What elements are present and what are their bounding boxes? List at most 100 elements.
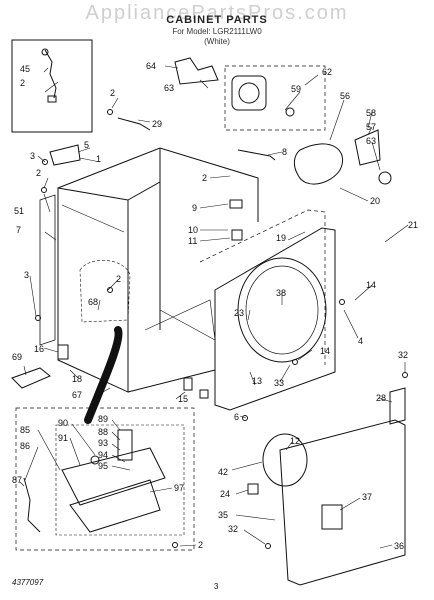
callout-label: 97 (174, 483, 184, 493)
callout-label: 28 (376, 393, 386, 403)
callout-label: 57 (366, 122, 376, 132)
gas-valve-box (15, 407, 195, 551)
callout-label: 29 (152, 119, 162, 129)
callout-label: 19 (276, 233, 286, 243)
page-number: 3 (214, 582, 219, 591)
callout-label: 59 (291, 84, 301, 94)
callout-label: 6 (234, 412, 239, 422)
callout-label: 87 (12, 475, 22, 485)
callout-label: 7 (16, 225, 21, 235)
callout-label: 8 (282, 147, 287, 157)
model-line: For Model: LGR2111LW0 (172, 27, 262, 36)
callout-label: 86 (20, 441, 30, 451)
harness-inset-box (11, 39, 93, 133)
callout-label: 14 (320, 346, 330, 356)
screw-part (107, 109, 113, 115)
front-panel-part (214, 227, 336, 411)
callout-label: 32 (228, 524, 238, 534)
callout-label: 12 (290, 436, 300, 446)
callout-label: 89 (98, 414, 108, 424)
callout-label: 58 (366, 108, 376, 118)
callout-label: 2 (110, 88, 115, 98)
document-code: 4377097 (12, 578, 44, 587)
page-title: CABINET PARTS (166, 14, 268, 26)
foot-pad-part (11, 367, 51, 389)
screw-part (292, 359, 298, 365)
callout-label: 21 (408, 220, 418, 230)
callout-label: 11 (188, 236, 197, 246)
door-hinge-part (247, 483, 259, 495)
callout-label: 56 (340, 91, 350, 101)
door-assembly-part (262, 419, 406, 586)
callout-label: 2 (202, 173, 207, 183)
leveling-leg-part (57, 344, 69, 360)
screw-part (42, 159, 48, 165)
drive-motor-part (231, 75, 295, 117)
callout-label: 32 (398, 350, 408, 360)
callout-label: 64 (146, 61, 156, 71)
callout-label: 3 (30, 151, 35, 161)
callout-label: 16 (34, 344, 44, 354)
igniter-wire-part (23, 477, 41, 533)
callout-label: 18 (72, 374, 82, 384)
callout-label: 14 (366, 280, 376, 290)
callout-label: 4 (358, 336, 363, 346)
callout-label: 2 (116, 274, 121, 284)
door-catch-part (183, 377, 193, 391)
harness-connector-part (41, 48, 49, 56)
callout-label: 2 (198, 540, 203, 550)
terminal-bracket-part (174, 57, 219, 85)
cabinet-bracket-part (49, 144, 81, 166)
door-switch-b-part (231, 229, 243, 241)
burner-assembly-part (55, 424, 185, 536)
callout-labels: 45 2 64 63 62 59 56 2 29 5 1 3 2 51 8 58… (12, 61, 418, 551)
callout-label: 42 (218, 467, 228, 477)
screw-part (35, 315, 41, 321)
front-panel-outline (199, 209, 326, 365)
burner-tube-indicator (84, 326, 123, 424)
callout-label: 45 (20, 64, 30, 74)
callout-label: 2 (20, 78, 25, 88)
leader-lines (19, 65, 409, 549)
callout-label: 69 (12, 352, 22, 362)
lint-housing-part (79, 260, 131, 323)
variant-line: (White) (204, 37, 230, 46)
jumper-wire-part (237, 149, 276, 161)
callout-label: 3 (24, 270, 29, 280)
callout-label: 51 (14, 206, 24, 216)
callout-label: 91 (58, 433, 68, 443)
callout-label: 33 (274, 378, 284, 388)
callout-label: 1 (96, 154, 101, 164)
idler-pulley-part (354, 129, 392, 185)
callout-label: 88 (98, 427, 108, 437)
callout-label: 85 (20, 425, 30, 435)
wire-clip-part (117, 117, 151, 131)
callout-label: 63 (366, 136, 376, 146)
cabinet-body-part (57, 147, 259, 393)
callout-label: 2 (36, 168, 41, 178)
screw-part (172, 542, 178, 548)
harness-plug-part (47, 95, 57, 103)
motor-assembly-box (224, 65, 326, 131)
callout-label: 62 (322, 67, 332, 77)
wire-harness-part (44, 49, 57, 99)
kick-plate-part (389, 387, 406, 425)
callout-label: 90 (58, 418, 68, 428)
door-switch-part (229, 199, 243, 209)
screw-part (107, 287, 113, 293)
callout-label: 10 (188, 225, 198, 235)
callout-label: 23 (234, 308, 244, 318)
screw-part (41, 187, 47, 193)
callout-label: 20 (370, 196, 380, 206)
screw-part (402, 372, 408, 378)
screw-part (339, 299, 345, 305)
callout-label: 68 (88, 297, 98, 307)
callout-label: 95 (98, 461, 108, 471)
callout-label: 24 (220, 489, 230, 499)
callout-label: 38 (276, 288, 286, 298)
callout-label: 35 (218, 510, 228, 520)
watermark: AppliancePartsPros.com (85, 2, 349, 24)
callout-label: 15 (178, 394, 188, 404)
drive-belt-part (293, 143, 343, 185)
